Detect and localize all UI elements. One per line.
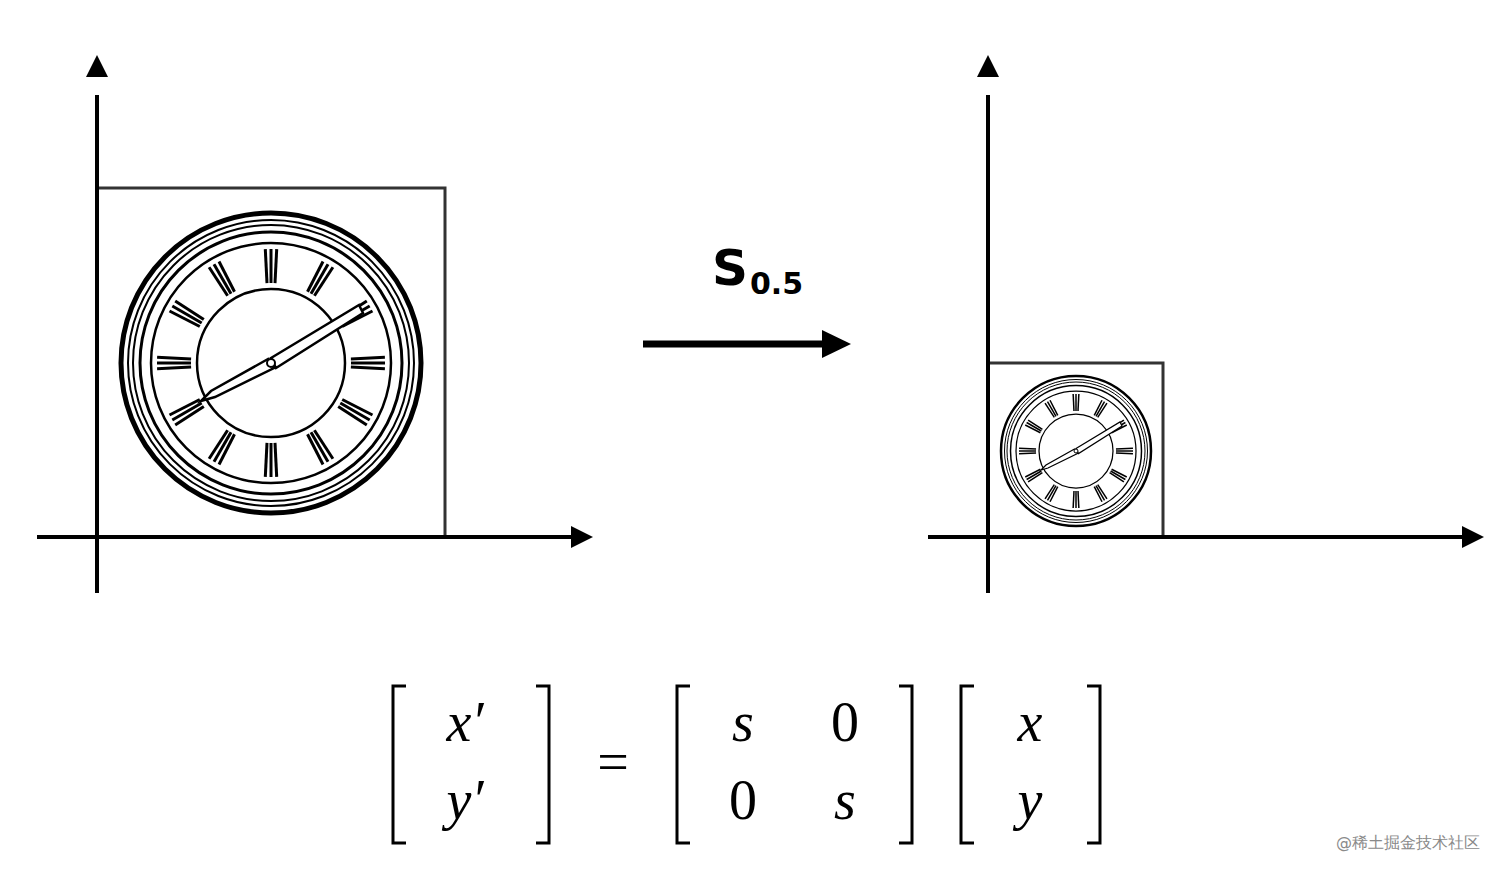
image-frame [988, 363, 1163, 537]
clock [121, 213, 421, 513]
transform-symbol: S [712, 243, 748, 293]
matrix-brackets [393, 686, 1100, 843]
transform-subscript: 0.5 [750, 269, 803, 299]
matrix-entry: s [732, 694, 754, 750]
input-y: y [1018, 772, 1043, 828]
equals-sign: = [597, 734, 629, 790]
transform-arrow [643, 341, 826, 348]
watermark: @稀土掘金技术社区 [1336, 835, 1480, 851]
clock-scaled [1001, 376, 1151, 526]
matrix-entry: 0 [729, 772, 757, 828]
input-x: x [1018, 694, 1043, 750]
image-frame [97, 188, 445, 537]
output-y: y′ [446, 772, 483, 828]
matrix-entry: 0 [831, 694, 859, 750]
matrix-entry: s [834, 772, 856, 828]
output-x: x′ [446, 694, 483, 750]
